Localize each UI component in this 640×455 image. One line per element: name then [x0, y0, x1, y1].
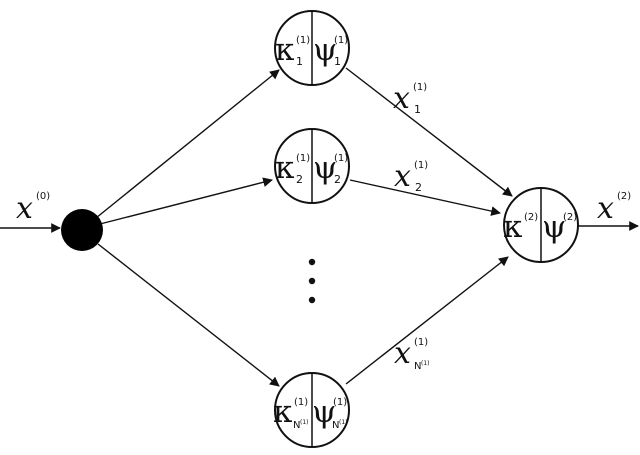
input-label: x (0) — [16, 191, 50, 226]
edge-label-1-base: x — [393, 81, 410, 116]
edge-source-to-node2 — [99, 177, 273, 225]
nodeN-kappa-subsup: (1) — [300, 419, 309, 426]
output-label-sup: (2) — [617, 191, 631, 202]
output-label: x (2) — [597, 191, 631, 226]
edge-label-2-sup: (1) — [414, 160, 428, 171]
node2-kappa-sup: (1) — [296, 153, 310, 164]
nodeN-psi-sup: (1) — [333, 397, 347, 408]
edge-label-N-sup: (1) — [414, 337, 428, 348]
node2-psi-sup: (1) — [334, 153, 348, 164]
edge-label-N: x (1) N (1) — [394, 336, 430, 372]
source-node — [61, 209, 103, 251]
edge-label-N-sub: N — [414, 361, 421, 372]
output-psi-sup: (2) — [563, 212, 577, 223]
edges — [0, 67, 639, 387]
nodeN-kappa-sub: N — [293, 420, 300, 431]
node1-psi: ψ — [313, 32, 337, 68]
input-label-sup: (0) — [36, 191, 50, 202]
output-psi: ψ — [542, 209, 566, 245]
output-kappa: κ — [503, 209, 522, 245]
edge-label-2-sub: 2 — [415, 181, 422, 194]
output-kappa-sup: (2) — [524, 212, 538, 223]
edge-node1-to-output — [345, 67, 513, 197]
edge-label-N-base: x — [394, 336, 411, 371]
edge-node2-to-output — [349, 179, 501, 216]
node2-kappa-sub: 2 — [296, 173, 303, 186]
node2-psi: ψ — [313, 150, 337, 186]
output-node: κ (2) ψ (2) — [503, 187, 579, 263]
edge-label-N-subsup: (1) — [421, 360, 430, 367]
nodeN-psi: ψ — [312, 394, 336, 430]
edge-label-2-base: x — [394, 159, 411, 194]
node2-psi-sub: 2 — [334, 173, 341, 186]
edge-nodeN-to-output — [345, 256, 509, 385]
node2-kappa: κ — [275, 150, 294, 186]
edge-label-1-sub: 1 — [414, 103, 421, 116]
nodeN-psi-subsup: (1) — [339, 419, 348, 426]
edge-source-to-nodeN — [97, 243, 280, 387]
edge-source-to-node1 — [95, 69, 280, 219]
nodeN-kappa: κ — [273, 394, 292, 430]
edge-label-2: x (1) 2 — [394, 159, 428, 194]
node1-psi-sub: 1 — [334, 55, 341, 68]
layer1-node-N: κ (1) N (1) ψ (1) N (1) — [273, 372, 350, 448]
nodeN-kappa-sup: (1) — [294, 397, 308, 408]
edge-label-1-sup: (1) — [413, 82, 427, 93]
input-label-base: x — [16, 191, 33, 226]
output-label-base: x — [597, 191, 614, 226]
layer1-node-1: κ (1) 1 ψ (1) 1 — [274, 10, 350, 86]
edge-label-1: x (1) 1 — [393, 81, 427, 116]
layer1-node-2: κ (1) 2 ψ (1) 2 — [274, 128, 350, 204]
node1-kappa-sub: 1 — [296, 55, 303, 68]
nodeN-psi-sub: N — [332, 420, 339, 431]
node1-psi-sup: (1) — [334, 35, 348, 46]
node1-kappa: κ — [275, 32, 294, 68]
node1-kappa-sup: (1) — [296, 35, 310, 46]
vertical-ellipsis — [308, 258, 316, 304]
